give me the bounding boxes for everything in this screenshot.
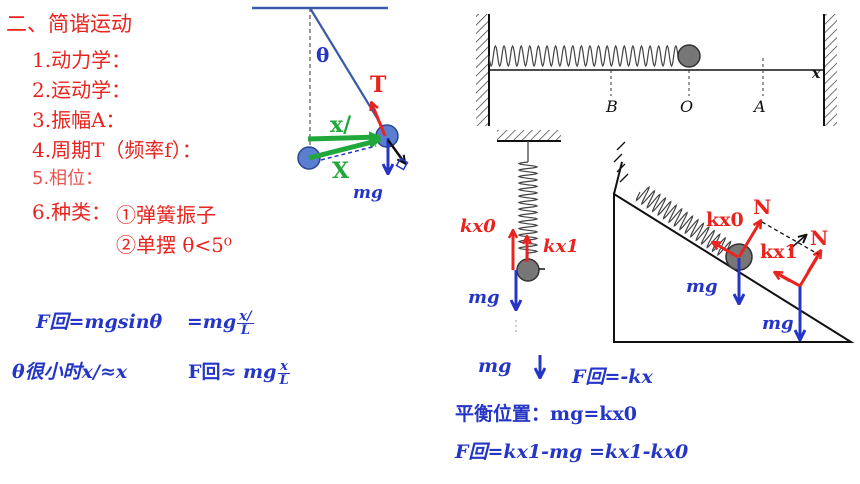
kx0-incline-label: kx0 [706,209,744,231]
equilibrium-formula: 平衡位置：mg=kx0 [455,403,638,425]
f-approx-label: F回≈ [188,361,237,383]
right-wall-hatch [824,14,837,126]
dashed-guide [320,145,377,161]
normal-label-1: N [753,195,771,219]
kx1-label: kx1 [543,236,579,257]
a-direction-arrow [788,236,805,251]
outline-item-dynamics: 1.动力学： [32,48,132,72]
b-label: B [605,97,618,116]
fraction-xprime-over-l: x/L [237,310,254,337]
outline-item-kinematics: 2.运动学： [32,78,132,102]
incline-spring-coil [635,186,732,256]
vertical-ceiling-hatch [497,130,561,141]
frac-num: x [278,358,290,374]
spring-force-final-formula: F回=kx1-mg =kx1-kx0 [455,441,689,463]
spring-restoring-formula: F回=-kx [572,366,653,388]
vertical-spring-diagram: kx0 kx1 mg [460,130,579,376]
small-angle-note: θ很小时x/≈x [12,361,128,383]
tension-label: T [370,72,387,98]
outline-item-types: 6.种类： [32,200,112,224]
vertical-mg-label: mg [478,355,512,377]
normal-force-arrow-2 [806,252,820,273]
horizontal-ball [677,44,701,68]
frac-den: L [279,372,289,388]
incline-mg-label-2: mg [762,313,794,334]
incline-wall-hatch [613,141,629,195]
horizontal-spring-diagram: B O A x [476,14,837,126]
outline-item-period: 4.周期T（频率f）： [32,138,202,162]
incline-diagram: N N kx0 kx1 mg mg [613,141,855,343]
type-pendulum: ②单摆 θ<5⁰ [116,233,232,257]
outline-item-amplitude: 3.振幅A： [32,108,126,132]
vertical-spring-coil [517,161,539,254]
kx1-incline-arrow [776,273,791,283]
x-axis-label: x [811,66,821,82]
frac-num: x/ [237,308,254,324]
outline-heading: 二、简谐运动 [6,12,132,36]
x-prime-label: x/ [330,112,352,138]
tension-arrow [372,104,387,137]
pendulum-diagram: θ T x/ X mg [252,6,409,203]
normal-force-arrow-1 [737,222,760,258]
mg-prefix: =mg [186,311,237,333]
normal-label-2: N [810,226,828,250]
horizontal-spring-coil [488,44,679,68]
right-angle-marker [395,157,409,171]
a-label: A [752,97,766,116]
pendulum-mg-label: mg [353,183,383,203]
approx-mg: mg [243,361,277,383]
kx0-incline-arrow [714,243,739,259]
frac-den: L [240,322,250,338]
vertical-ball [516,258,540,282]
left-wall-hatch [476,14,489,126]
kx0-label: kx0 [460,216,496,237]
x-arrow [308,136,382,161]
kx1-incline-label: kx1 [760,241,798,263]
displacement-dashed [761,221,819,255]
theta-label: θ [316,43,329,67]
f-restoring-sin: F回=mgsinθ [36,311,163,333]
outline-item-phase: 5.相位： [32,168,104,189]
type-spring-oscillator: ①弹簧振子 [116,203,216,227]
o-label: O [680,97,693,116]
x-label: X [332,158,350,184]
incline-mg-label-1: mg [686,276,718,297]
vertical-mg-diagram-label: mg [468,287,500,308]
